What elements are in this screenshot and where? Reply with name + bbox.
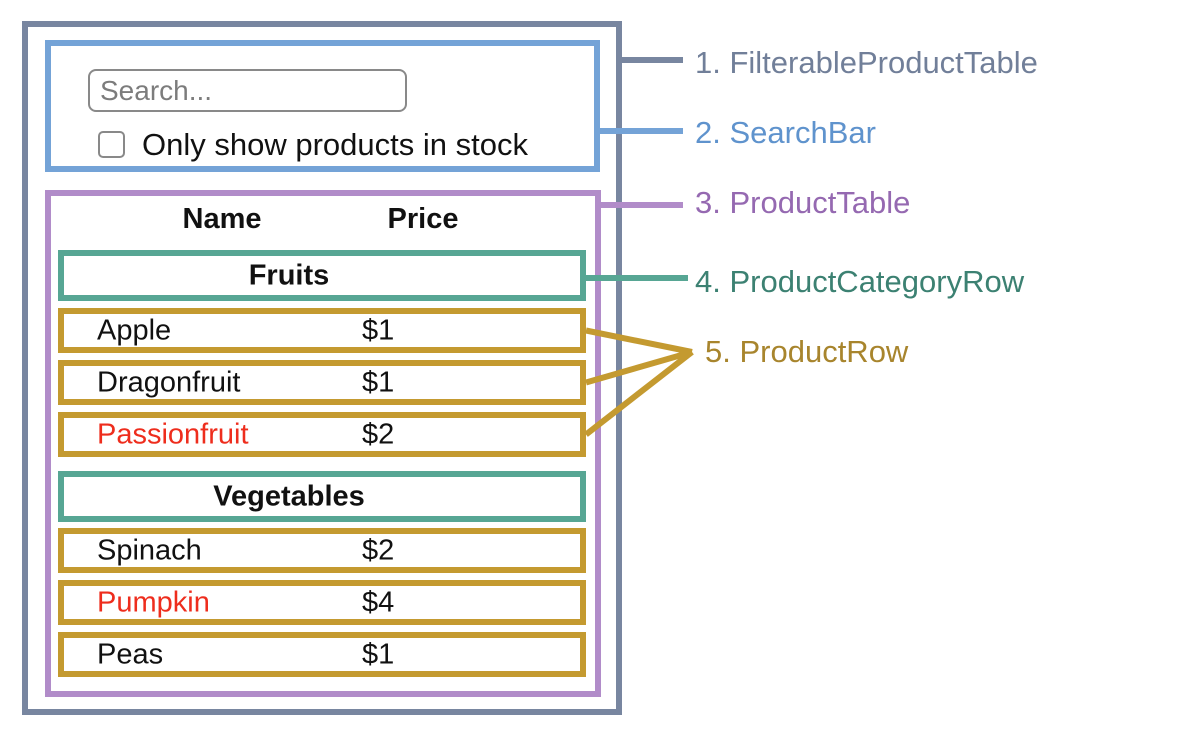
product-price: $4 xyxy=(362,586,395,618)
label-product-category-row: 4. ProductCategoryRow xyxy=(695,264,1025,299)
product-row-apple: Apple $1 xyxy=(58,308,586,353)
product-price: $2 xyxy=(362,418,395,450)
stock-checkbox[interactable] xyxy=(98,131,125,158)
connector-line-product-category-row xyxy=(586,275,688,281)
column-header-name: Name xyxy=(182,203,262,235)
product-row-dragonfruit: Dragonfruit $1 xyxy=(58,360,586,405)
connector-line-filterable-product-table xyxy=(622,57,683,63)
product-price: $1 xyxy=(362,366,395,398)
product-name: Passionfruit xyxy=(97,418,249,450)
product-price: $1 xyxy=(362,638,395,670)
search-input[interactable] xyxy=(88,69,407,112)
label-product-table: 3. ProductTable xyxy=(695,185,911,220)
column-header-price: Price xyxy=(387,203,459,235)
product-row-passionfruit: Passionfruit $2 xyxy=(58,412,586,457)
connector-line-product-table xyxy=(600,202,683,208)
category-row-fruits: Fruits xyxy=(58,250,586,301)
product-name: Apple xyxy=(97,314,172,346)
product-name: Spinach xyxy=(97,534,202,566)
label-product-row: 5. ProductRow xyxy=(705,334,909,369)
product-price: $2 xyxy=(362,534,395,566)
stock-checkbox-label: Only show products in stock xyxy=(142,127,528,162)
category-label: Fruits xyxy=(248,259,330,291)
product-price: $1 xyxy=(362,314,395,346)
product-row-spinach: Spinach $2 xyxy=(58,528,586,573)
product-name: Dragonfruit xyxy=(97,366,241,398)
product-name: Peas xyxy=(97,638,164,670)
label-search-bar: 2. SearchBar xyxy=(695,115,876,150)
product-row-peas: Peas $1 xyxy=(58,632,586,677)
connector-line-search-bar xyxy=(598,128,683,134)
label-filterable-product-table: 1. FilterableProductTable xyxy=(695,45,1038,80)
category-row-vegetables: Vegetables xyxy=(58,471,586,522)
category-label: Vegetables xyxy=(213,480,365,512)
product-name: Pumpkin xyxy=(97,586,210,618)
product-row-pumpkin: Pumpkin $4 xyxy=(58,580,586,625)
